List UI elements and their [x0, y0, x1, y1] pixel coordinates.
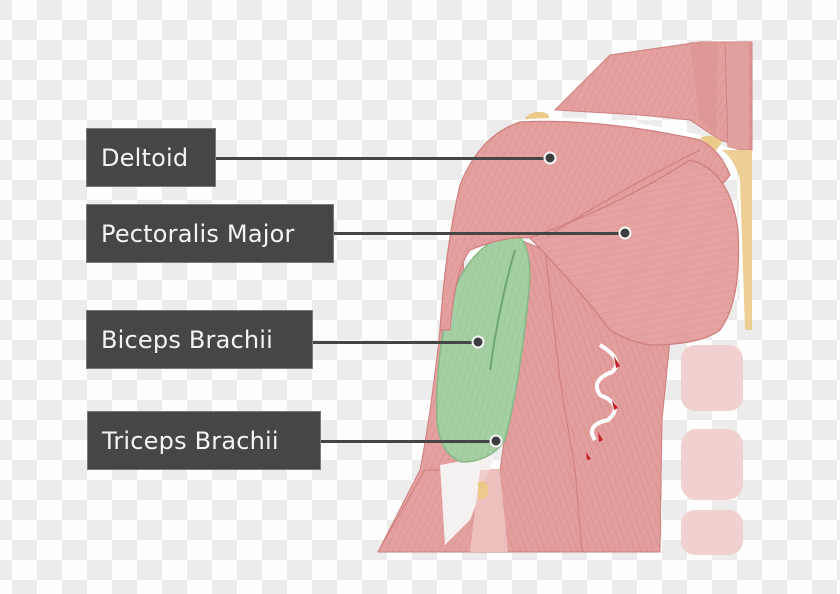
costal-cartilages: [681, 345, 743, 555]
biceps-brachii-marker-dot: [471, 335, 485, 349]
forearm: [377, 455, 508, 553]
pectoralis-major-muscle: [528, 149, 740, 346]
pectoralis-major-leader-line: [333, 232, 625, 235]
triceps-brachii-leader-line: [320, 440, 496, 443]
biceps-brachii-leader-line: [312, 341, 478, 344]
triceps-brachii-label: Triceps Brachii: [87, 411, 321, 470]
pectoralis-major-marker-dot: [618, 226, 632, 240]
neck-muscles: [553, 41, 753, 151]
deltoid-label: Deltoid: [86, 128, 216, 187]
triceps-brachii-marker-dot: [489, 434, 503, 448]
pectoralis-major-label: Pectoralis Major: [86, 204, 334, 263]
deltoid-marker-dot: [543, 151, 557, 165]
deltoid-leader-line: [215, 157, 550, 160]
biceps-brachii-label: Biceps Brachii: [86, 310, 313, 369]
